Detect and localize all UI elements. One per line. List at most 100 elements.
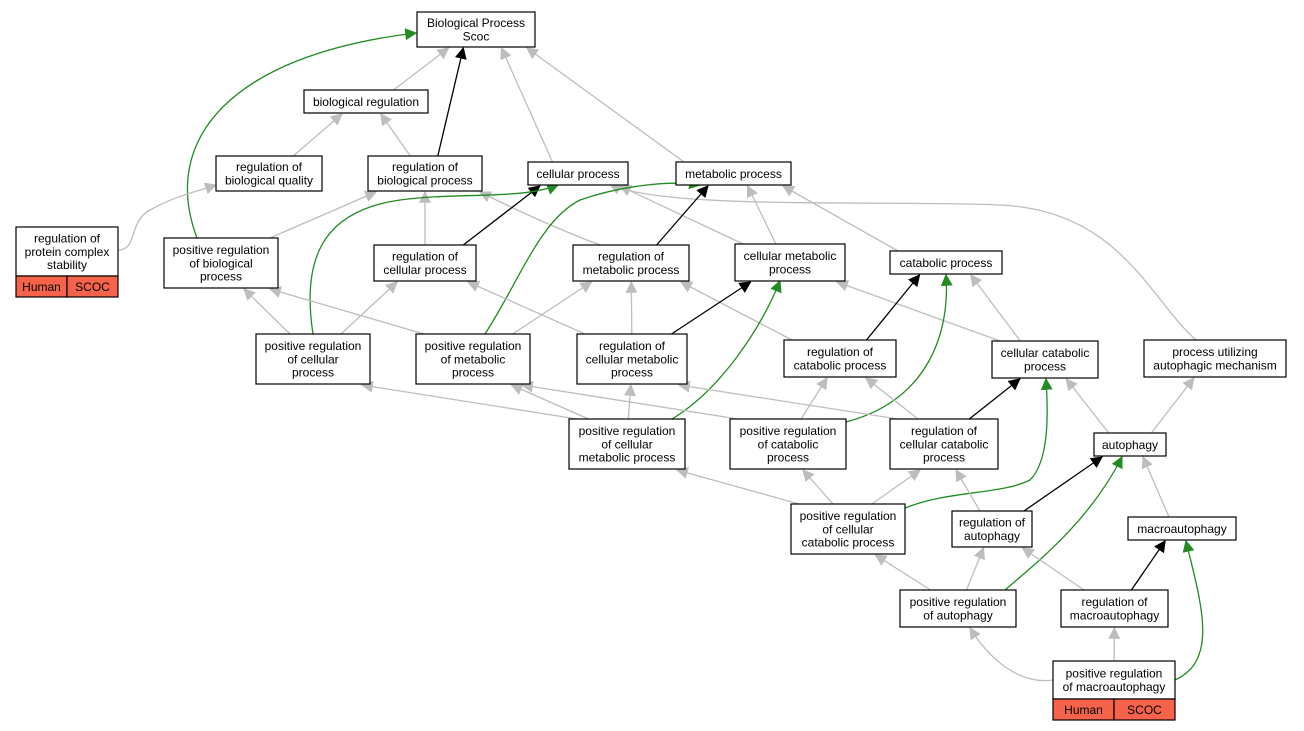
- node-label-line: regulation of: [599, 339, 666, 353]
- edge-rcatp-to-rmp: [679, 281, 793, 341]
- edge-cmp-to-mp: [746, 184, 777, 245]
- node-label-line: biological quality: [225, 174, 313, 188]
- node-label-line: metabolic process: [583, 263, 680, 277]
- node-label-line: positive regulation: [173, 243, 270, 257]
- edge-rmacro-to-rauto: [1021, 547, 1085, 591]
- node-label-line: autophagy: [964, 529, 1020, 543]
- node-label-line: catabolic process: [794, 359, 887, 373]
- node-box: [303, 89, 429, 114]
- edge-rauto-to-auto: [1023, 456, 1103, 512]
- edge-prcmp-to-cmp: [671, 279, 782, 420]
- node-label-line: cellular metabolic: [586, 352, 679, 366]
- tag-box: [1113, 698, 1176, 721]
- node-box: [373, 244, 477, 282]
- edge-prauto-to-prccatp: [874, 554, 931, 591]
- edge-ccatp-to-cmp: [835, 280, 1001, 342]
- edge-prccatp-to-rccatp: [871, 469, 921, 505]
- node-label-line: process: [923, 451, 965, 465]
- edge-prcp-to-cp: [309, 183, 560, 335]
- node-box: [415, 333, 531, 385]
- edge-rcmp-to-cmp: [671, 281, 752, 335]
- node-label-line: positive regulation: [425, 339, 522, 353]
- node-label-line: stability: [47, 258, 87, 272]
- species-gene-tag: SCOC: [1113, 698, 1176, 721]
- edge-prauto-to-rauto: [965, 546, 986, 591]
- node-box: [729, 418, 847, 470]
- node-box: [1052, 660, 1176, 700]
- node-label-line: regulation of: [236, 160, 303, 174]
- edge-prauto-to-auto: [1004, 455, 1123, 591]
- node-box: [527, 161, 629, 186]
- edge-prcp-to-rcp: [340, 281, 398, 335]
- edge-catp-to-mp: [781, 185, 899, 252]
- node-label-line: positive regulation: [910, 595, 1007, 609]
- node-label-line: catabolic process: [802, 536, 895, 550]
- edge-rmacro-to-macro: [1130, 540, 1166, 591]
- node-label-line: of macroautophagy: [1063, 680, 1166, 694]
- node-label-line: catabolic process: [900, 256, 993, 270]
- node-label-line: process: [1024, 360, 1066, 374]
- tag-box: [66, 275, 119, 298]
- node-box: [572, 244, 690, 282]
- edge-prmacro-to-prauto: [969, 626, 1054, 682]
- node-box: [255, 333, 371, 385]
- edge-auto-to-puam: [1150, 377, 1195, 434]
- node-label-line: macroautophagy: [1070, 609, 1159, 623]
- node-catp: catabolic process: [889, 250, 1003, 275]
- node-label-line: process utilizing: [1172, 345, 1257, 359]
- node-label-line: cellular catabolic: [1001, 346, 1090, 360]
- node-label-line: regulation of: [807, 345, 874, 359]
- node-label-line: biological process: [377, 174, 472, 188]
- edge-puam-to-cp: [608, 183, 1197, 341]
- edge-ccatp-to-catp: [970, 274, 1021, 342]
- edge-auto-to-ccatp: [1065, 378, 1110, 434]
- edge-prcp-to-prbp: [243, 288, 291, 335]
- node-label-line: positive regulation: [579, 424, 676, 438]
- node-label-line: metabolic process: [685, 167, 782, 181]
- node-label-line: regulation of: [911, 424, 978, 438]
- node-label-line: autophagic mechanism: [1153, 359, 1276, 373]
- node-box: [675, 161, 792, 186]
- node-label-line: biological regulation: [313, 95, 419, 109]
- node-box: [15, 226, 119, 277]
- node-box: [783, 339, 897, 378]
- node-mp: metabolic process: [675, 161, 792, 186]
- node-box: [1143, 339, 1287, 378]
- edge-prbp-to-bp: [186, 28, 418, 239]
- edge-rcatp-to-catp: [865, 274, 921, 341]
- node-label-line: metabolic process: [579, 451, 676, 465]
- edge-rauto-to-rccatp: [955, 468, 981, 512]
- edge-prccatp-to-prcmp: [675, 467, 800, 505]
- node-label-line: cellular process: [383, 263, 466, 277]
- node-label-line: positive regulation: [800, 509, 897, 523]
- edge-prccatp-to-ccatp: [904, 377, 1053, 509]
- edge-prcmp-to-prmp: [510, 383, 589, 420]
- node-box: [215, 155, 323, 192]
- node-label-line: process: [200, 270, 242, 284]
- node-label-line: Biological Process: [427, 16, 525, 30]
- node-label-line: Scoc: [463, 30, 490, 44]
- node-label-line: of biological: [189, 256, 252, 270]
- edge-rbp-to-bp: [437, 46, 467, 157]
- node-label-line: cellular catabolic: [900, 437, 989, 451]
- edge-prcatp-to-rcatp: [800, 376, 828, 420]
- node-box: [889, 418, 999, 470]
- species-gene-tag: Human: [15, 275, 68, 298]
- node-label-line: regulation of: [34, 231, 101, 245]
